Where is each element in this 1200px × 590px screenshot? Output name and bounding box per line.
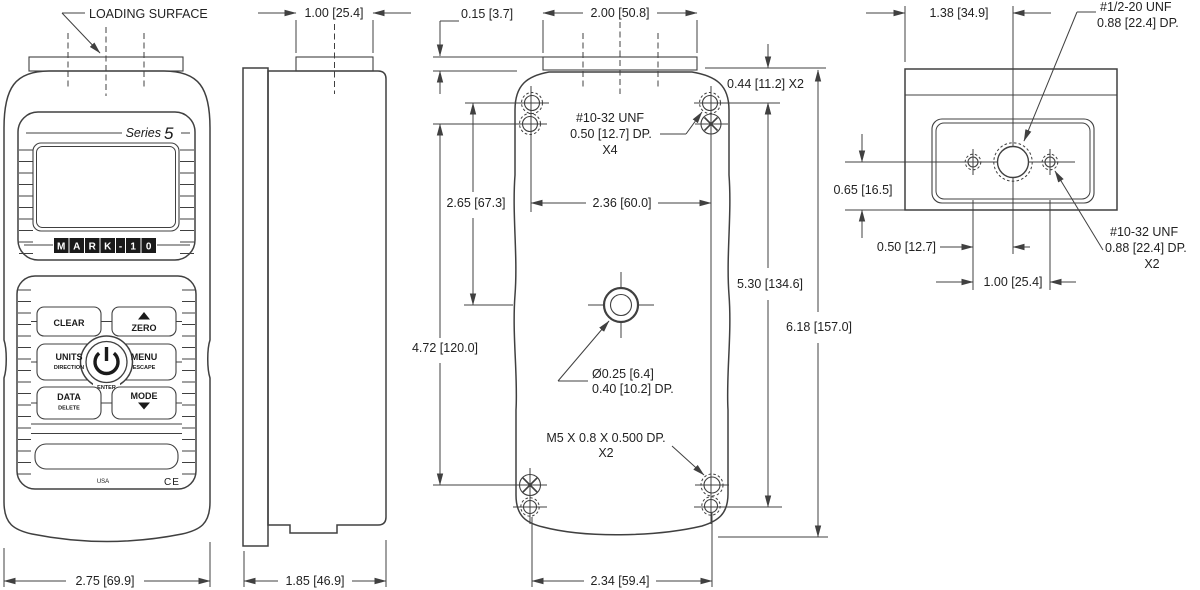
- note-side-thread-3: X2: [1144, 257, 1159, 271]
- ce-mark: CE: [164, 477, 180, 488]
- brand-logo: M A R K - 1 0: [54, 238, 156, 253]
- dim-back-boss-width: 2.00 [50.8]: [590, 6, 649, 20]
- svg-text:R: R: [89, 242, 97, 253]
- note-top-thread-1: #10-32 UNF: [576, 111, 644, 125]
- svg-text:0: 0: [146, 242, 152, 253]
- svg-text:ZERO: ZERO: [131, 323, 156, 333]
- series-number: 5: [164, 124, 174, 143]
- lcd-screen: [32, 142, 180, 232]
- dim-hole-rows: 4.72 [120.0]: [412, 341, 478, 355]
- data-button: [36, 386, 102, 420]
- note-m5-1: M5 X 0.8 X 0.500 DP.: [546, 431, 665, 445]
- note-m5-2: X2: [598, 446, 613, 460]
- dim-side-depth: 1.85 [46.9]: [285, 574, 344, 588]
- note-top-thread-2: 0.50 [12.7] DP.: [570, 127, 652, 141]
- svg-text:K: K: [104, 242, 112, 253]
- svg-text:1: 1: [130, 242, 136, 253]
- dim-hole-to-center: 2.65 [67.3]: [446, 196, 505, 210]
- note-side-thread-1: #10-32 UNF: [1110, 225, 1178, 239]
- zero-button: [111, 306, 177, 337]
- svg-text:MODE: MODE: [131, 391, 158, 401]
- keypad-ribs: [18, 289, 195, 475]
- label-slot: [34, 443, 179, 470]
- note-center-thread-2: 0.88 [22.4] DP.: [1097, 16, 1179, 30]
- power-icon: [93, 347, 120, 376]
- note-center-hole-1: Ø0.25 [6.4]: [592, 367, 654, 381]
- dim-side-boss-width: 1.00 [25.4]: [304, 6, 363, 20]
- threaded-hole-icon: [520, 473, 724, 517]
- front-view: LOADING SURFACE Series 5 M A R K - 1: [3, 7, 211, 588]
- center-hole-icon: [588, 272, 654, 338]
- mode-button: [111, 386, 177, 420]
- loading-surface-label: LOADING SURFACE: [89, 7, 208, 21]
- dim-front-width: 2.75 [69.9]: [75, 574, 134, 588]
- note-top-thread-3: X4: [602, 143, 617, 157]
- svg-text:A: A: [73, 242, 80, 253]
- down-arrow-icon: [138, 402, 150, 410]
- svg-text:M: M: [57, 242, 65, 253]
- dim-hole-span: 1.00 [25.4]: [983, 275, 1042, 289]
- clear-button: [36, 306, 102, 337]
- svg-text:DIRECTION: DIRECTION: [54, 365, 84, 371]
- note-center-hole-2: 0.40 [10.2] DP.: [592, 382, 674, 396]
- svg-text:DELETE: DELETE: [58, 406, 80, 412]
- dim-total-height: 6.18 [157.0]: [786, 320, 852, 334]
- svg-text:UNITS: UNITS: [56, 352, 83, 362]
- screw-icon: [700, 113, 722, 135]
- usa-label: USA: [97, 479, 109, 485]
- display-ribs: [19, 149, 194, 254]
- screw-icon: [518, 473, 542, 497]
- svg-text:ESCAPE: ESCAPE: [133, 365, 156, 371]
- dim-center-height: 0.65 [16.5]: [833, 183, 892, 197]
- svg-text:-: -: [119, 242, 122, 253]
- dim-hole-span-bottom: 2.34 [59.4]: [590, 574, 649, 588]
- dim-edge-to-center: 1.38 [34.9]: [929, 6, 988, 20]
- threaded-hole-icon: [964, 153, 1059, 171]
- back-view: 2.00 [50.8] 0.15 [3.7]: [412, 6, 852, 588]
- svg-text:CLEAR: CLEAR: [54, 318, 85, 328]
- dim-holes-height: 5.30 [134.6]: [737, 277, 803, 291]
- top-view: 1.38 [34.9] #1/2-20 UNF 0.88 [22.4] DP. …: [833, 0, 1187, 290]
- dim-side-hole: 0.50 [12.7]: [877, 240, 936, 254]
- svg-text:MENU: MENU: [131, 352, 158, 362]
- dim-hole-span-top: 2.36 [60.0]: [592, 196, 651, 210]
- note-side-thread-2: 0.88 [22.4] DP.: [1105, 241, 1187, 255]
- note-center-thread-1: #1/2-20 UNF: [1100, 0, 1172, 14]
- side-view: 1.00 [25.4] 1.85 [46.9]: [242, 6, 411, 588]
- dim-boss-height: 0.15 [3.7]: [461, 7, 513, 21]
- series-label: Series: [126, 126, 161, 140]
- center-thread-icon: [993, 142, 1033, 182]
- dim-hole-offset: 0.44 [11.2] X2: [727, 77, 804, 91]
- enter-label: ENTER: [97, 385, 116, 391]
- svg-text:DATA: DATA: [57, 392, 81, 402]
- up-arrow-icon: [138, 312, 150, 320]
